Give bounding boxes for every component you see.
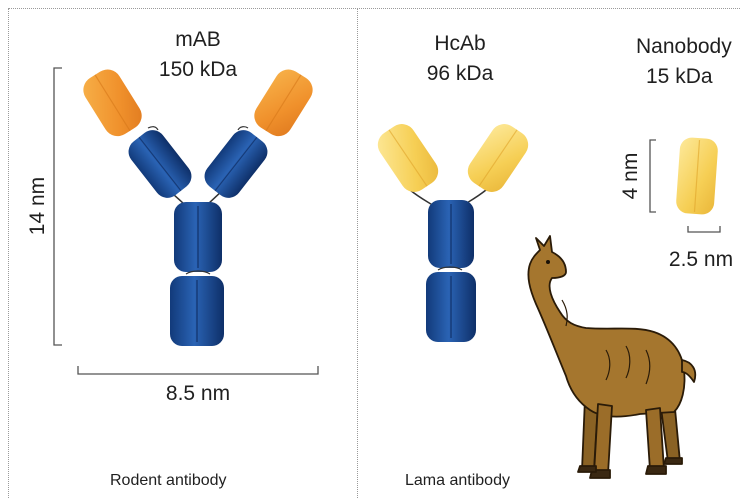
mab-left-constant-domain bbox=[123, 125, 196, 203]
hcab-diagram bbox=[372, 119, 533, 342]
hcab-right-variable-domain bbox=[462, 119, 533, 198]
nanobody-height-label: 4 nm bbox=[619, 141, 643, 211]
mab-name: mAB bbox=[148, 28, 248, 52]
nanobody-width-bracket bbox=[688, 226, 720, 232]
hcab-stem-lower bbox=[426, 272, 476, 342]
nanobody-mass: 15 kDa bbox=[646, 65, 713, 89]
nanobody-name: Nanobody bbox=[636, 35, 732, 59]
lama-antibody-caption: Lama antibody bbox=[405, 472, 510, 490]
mab-left-variable-domain bbox=[78, 64, 147, 141]
hcab-stem-upper bbox=[428, 200, 474, 268]
mab-diagram bbox=[54, 64, 318, 374]
nanobody-width-label: 2.5 nm bbox=[656, 248, 741, 272]
nanobody-height-bracket bbox=[650, 140, 656, 212]
rodent-antibody-caption: Rodent antibody bbox=[110, 472, 227, 490]
hcab-left-variable-domain bbox=[372, 119, 443, 198]
mab-right-variable-domain bbox=[249, 64, 318, 141]
mab-width-label: 8.5 nm bbox=[148, 382, 248, 406]
mab-height-label: 14 nm bbox=[26, 166, 50, 246]
mab-stem-lower bbox=[170, 276, 224, 346]
llama-illustration bbox=[528, 236, 695, 478]
hcab-name: HcAb bbox=[410, 32, 510, 56]
hcab-mass: 96 kDa bbox=[400, 62, 520, 86]
mab-height-bracket bbox=[54, 68, 62, 345]
mab-width-bracket bbox=[78, 366, 318, 374]
mab-stem-upper bbox=[174, 202, 222, 272]
mab-right-constant-domain bbox=[199, 125, 272, 203]
mab-mass: 150 kDa bbox=[138, 58, 258, 82]
nanobody-diagram bbox=[650, 137, 720, 232]
